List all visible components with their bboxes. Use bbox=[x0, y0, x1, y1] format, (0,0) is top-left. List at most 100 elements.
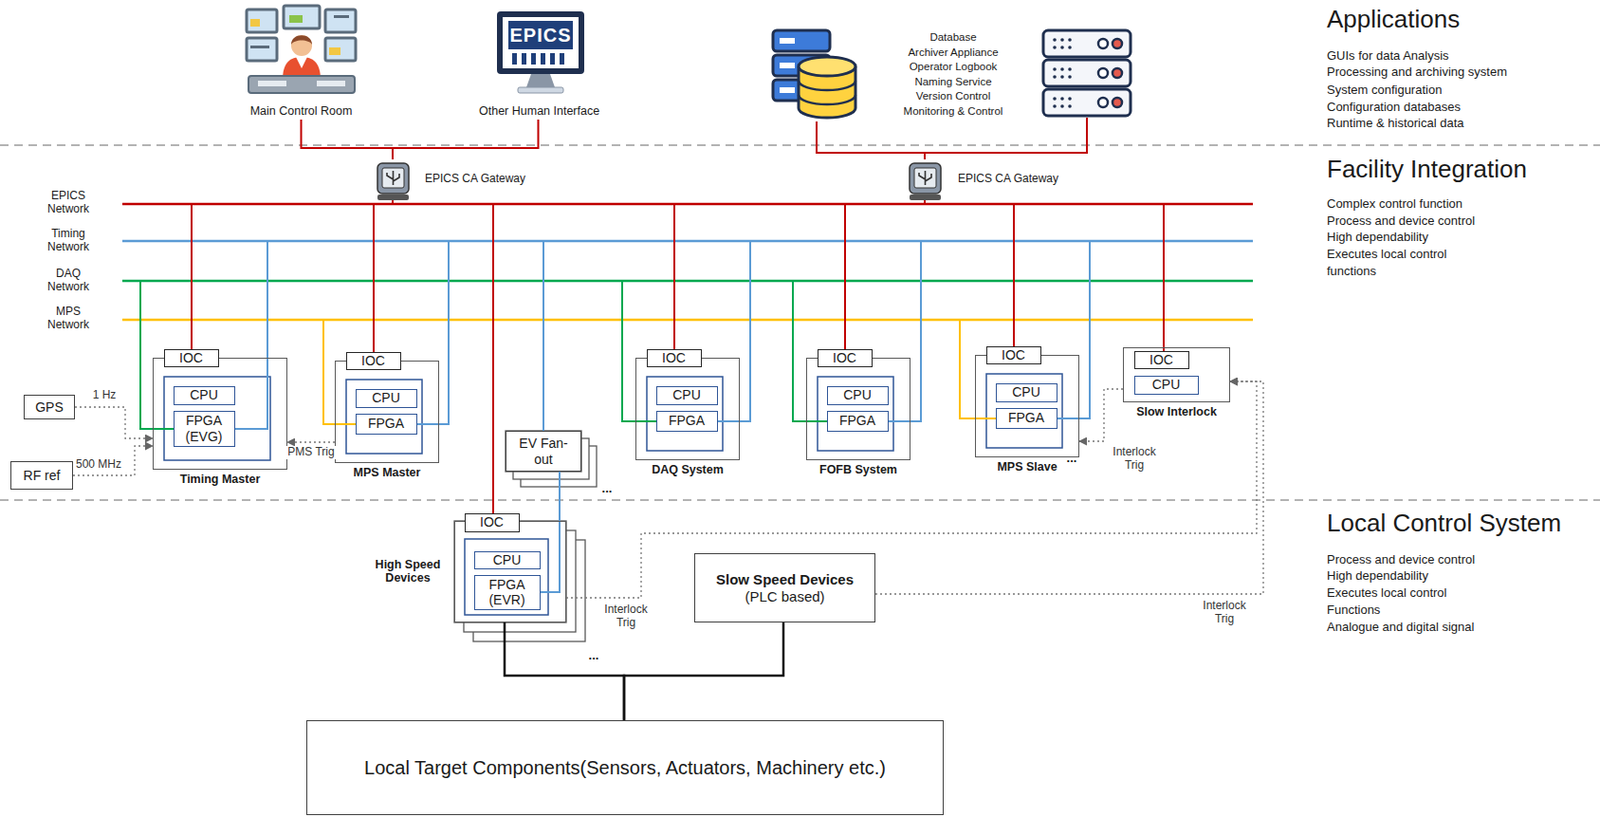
epics-monitor-icon bbox=[496, 11, 585, 93]
connector bbox=[624, 622, 784, 720]
network-bus bbox=[122, 202, 1253, 206]
cpu-box: CPU bbox=[656, 386, 718, 405]
layer-description: Executes local control Functions bbox=[1326, 584, 1470, 619]
layer-description: Analogue and digital signal bbox=[1326, 618, 1474, 636]
human-interface: EPICSOther Human Interface bbox=[478, 3, 598, 120]
ioc-box: IOC bbox=[817, 349, 873, 368]
bus-drop bbox=[959, 319, 996, 419]
node-label: Timing Master bbox=[180, 472, 261, 486]
cpu-box: CPU bbox=[173, 386, 236, 405]
node-label: Version Control bbox=[886, 89, 1020, 104]
bus-drop bbox=[924, 117, 1087, 153]
cpu-box: CPU bbox=[1134, 375, 1199, 395]
cpu-box: CPU bbox=[355, 388, 418, 408]
layer-description: System configuration bbox=[1326, 81, 1442, 99]
system-box: MPS SlaveIOCCPUFPGA bbox=[974, 354, 1080, 458]
layer-description: Process and device control bbox=[1326, 212, 1475, 230]
bus-drop bbox=[492, 203, 495, 514]
signal-label: Interlock Trig bbox=[1103, 445, 1166, 473]
ioc-box: IOC bbox=[986, 346, 1042, 365]
node-label: CPU bbox=[672, 386, 701, 403]
node-label: CPU bbox=[843, 386, 872, 403]
ca-gateway: EPICS CA Gateway bbox=[375, 159, 518, 203]
bus-drop bbox=[372, 203, 375, 352]
node-label: High Speed Devices bbox=[371, 557, 444, 586]
layer-heading: Local Control System bbox=[1326, 509, 1562, 538]
device-box: Slow Speed Devices(PLC based) bbox=[694, 552, 876, 623]
ca-gateway: EPICS CA Gateway bbox=[908, 159, 1051, 203]
module-frame bbox=[464, 538, 549, 615]
module-frame bbox=[646, 376, 723, 451]
signal-label: 500 MHz bbox=[73, 458, 124, 472]
system-box: Timing MasterIOCCPUFPGA (EVG) bbox=[152, 357, 288, 470]
layer-separator bbox=[0, 144, 1600, 147]
bus-drop bbox=[717, 240, 751, 422]
layer-description: High dependability bbox=[1326, 228, 1429, 246]
signal-label: Interlock Trig bbox=[594, 603, 658, 630]
layer-description: Executes local control functions bbox=[1326, 245, 1470, 280]
system-box: FOFB SystemIOCCPUFPGA bbox=[806, 357, 911, 460]
layer-separator bbox=[0, 498, 1600, 501]
layer-description: Processing and archiving system bbox=[1326, 63, 1508, 81]
bus-drop bbox=[622, 280, 657, 422]
node-label: EPICS CA Gateway bbox=[957, 172, 1059, 186]
layer-description: Process and device control bbox=[1326, 551, 1475, 569]
node-label: IOC bbox=[1001, 347, 1026, 363]
bus-drop bbox=[323, 319, 356, 424]
connector bbox=[73, 445, 153, 476]
node-label: EPICS bbox=[508, 20, 573, 50]
node-label: Operator Logbook bbox=[886, 59, 1020, 74]
reference-box: RF ref bbox=[10, 460, 74, 490]
node-label: Database bbox=[886, 30, 1020, 45]
continuation-mark: ... bbox=[1066, 449, 1078, 467]
bus-drop bbox=[391, 200, 394, 204]
database-icon bbox=[772, 30, 856, 118]
node-label: Local Target Components(Sensors, Actuato… bbox=[364, 756, 886, 779]
database-server: DatabaseArchiver ApplianceOperator Logbo… bbox=[763, 26, 1025, 122]
node-label: FPGA bbox=[668, 412, 705, 428]
node-label: Slow Speed Devices bbox=[716, 570, 854, 588]
node-label: IOC bbox=[832, 349, 857, 366]
node-label: RF ref bbox=[23, 467, 61, 483]
system-box: MPS MasterIOCCPUFPGA bbox=[334, 360, 440, 463]
node-label: CPU bbox=[1011, 384, 1041, 400]
bus-drop bbox=[1162, 203, 1165, 351]
layer-description: Configuration databases bbox=[1326, 98, 1461, 116]
layer-description: High dependability bbox=[1326, 567, 1429, 585]
bus-drop bbox=[888, 240, 921, 422]
node-label: CPU bbox=[189, 386, 219, 403]
node-label: FPGA (EVG) bbox=[180, 412, 228, 443]
layer-heading: Facility Integration bbox=[1326, 155, 1527, 184]
bus-drop bbox=[1012, 203, 1015, 347]
control-room-icon bbox=[246, 5, 356, 93]
connector bbox=[301, 119, 394, 160]
node-label: (PLC based) bbox=[744, 588, 825, 605]
layer-description: Complex control function bbox=[1326, 195, 1463, 213]
connector bbox=[875, 381, 1264, 594]
bus-drop bbox=[235, 240, 268, 429]
connector bbox=[392, 119, 539, 160]
node-label: FPGA bbox=[839, 412, 876, 428]
ioc-box: IOC bbox=[164, 349, 220, 368]
node-label: Main Control Room bbox=[232, 104, 370, 118]
continuation-mark: ... bbox=[588, 646, 600, 664]
bus-drop bbox=[792, 280, 828, 422]
module-frame bbox=[986, 373, 1063, 448]
ioc-box: IOC bbox=[346, 351, 402, 370]
network-label: Timing Network bbox=[39, 227, 97, 255]
cpu-box: CPU bbox=[474, 551, 541, 570]
fpga-box: FPGA bbox=[355, 413, 418, 435]
network-label: DAQ Network bbox=[39, 267, 97, 295]
gateway-icon bbox=[377, 163, 409, 201]
connector bbox=[504, 622, 625, 720]
fpga-box: FPGA bbox=[656, 410, 718, 432]
reference-box: GPS bbox=[23, 394, 75, 420]
network-bus bbox=[122, 239, 1253, 243]
wiring bbox=[0, 117, 1600, 642]
fpga-box: FPGA bbox=[995, 407, 1058, 429]
node-label: EV Fan-out bbox=[514, 435, 572, 466]
bus-drop bbox=[190, 203, 193, 350]
network-bus bbox=[122, 279, 1253, 283]
node-label: FPGA (EVR) bbox=[483, 576, 532, 607]
node-label: FPGA bbox=[367, 415, 405, 431]
